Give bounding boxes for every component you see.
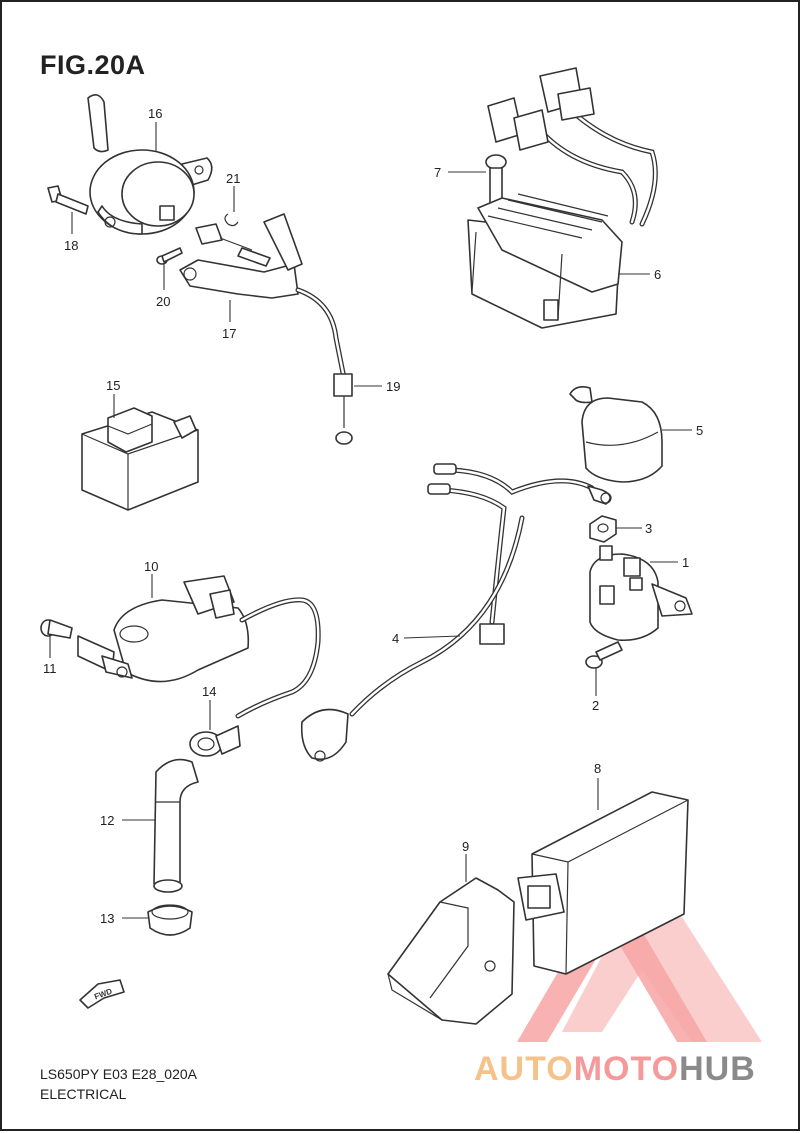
callout-11: 11 bbox=[43, 661, 57, 676]
callout-14: 14 bbox=[202, 684, 216, 699]
ignitor-unit-8-part bbox=[517, 791, 689, 975]
spark-plug-cap-12-part bbox=[153, 758, 199, 893]
callout-8: 8 bbox=[594, 761, 601, 776]
section-name: ELECTRICAL bbox=[40, 1086, 127, 1102]
callout-2: 2 bbox=[592, 698, 599, 713]
switch-19-part bbox=[295, 287, 353, 445]
callout-18: 18 bbox=[64, 238, 78, 253]
watermark-part-auto: AUTO bbox=[474, 1050, 574, 1088]
callout-4: 4 bbox=[392, 631, 399, 646]
figure-title: FIG.20A bbox=[40, 50, 146, 80]
starter-relay-1-part bbox=[589, 545, 693, 642]
leader-lines bbox=[49, 122, 692, 919]
callout-6: 6 bbox=[654, 267, 661, 282]
clip-21-part bbox=[224, 213, 239, 227]
bracket-17-part bbox=[179, 213, 303, 299]
callout-21: 21 bbox=[226, 171, 240, 186]
callout-3: 3 bbox=[645, 521, 652, 536]
bolt-18-part bbox=[47, 185, 89, 215]
callout-5: 5 bbox=[696, 423, 703, 438]
model-code: LS650PY E03 E28_020A bbox=[40, 1066, 197, 1082]
bolt-2-part bbox=[585, 641, 623, 669]
callout-15: 15 bbox=[106, 378, 120, 393]
horn-part bbox=[87, 94, 213, 235]
callout-12: 12 bbox=[100, 813, 114, 828]
lead-wire-4-part bbox=[300, 463, 612, 762]
callout-20: 20 bbox=[156, 294, 170, 309]
bracket-9-part bbox=[387, 877, 515, 1025]
bolt-20-part bbox=[156, 247, 183, 265]
watermark-part-moto: MOTO bbox=[573, 1050, 680, 1088]
seal-13-part bbox=[147, 904, 193, 936]
regulator-rectifier-6-part bbox=[467, 67, 658, 329]
nut-3-part bbox=[589, 515, 617, 543]
callout-19: 19 bbox=[386, 379, 400, 394]
callout-16: 16 bbox=[148, 106, 162, 121]
callout-9: 9 bbox=[462, 839, 469, 854]
forward-direction-arrow: FWD bbox=[79, 979, 125, 1009]
ignition-coil-10-part bbox=[77, 575, 321, 719]
watermark-part-hub: HUB bbox=[679, 1050, 756, 1088]
callout-13: 13 bbox=[100, 911, 114, 926]
callout-1: 1 bbox=[682, 555, 689, 570]
callout-7: 7 bbox=[434, 165, 441, 180]
callout-10: 10 bbox=[144, 559, 158, 574]
callout-numbers: 1 2 3 4 5 6 7 8 9 10 11 12 13 14 15 16 1… bbox=[43, 106, 703, 926]
bolt-7-part bbox=[485, 154, 507, 207]
cap-5-part bbox=[569, 386, 663, 483]
watermark-brand-text: AUTOMOTOHUB bbox=[474, 1050, 756, 1089]
bolt-11-part bbox=[40, 619, 73, 639]
callout-17: 17 bbox=[222, 326, 236, 341]
grommet-14-part bbox=[189, 725, 241, 757]
relay-15-part bbox=[81, 407, 199, 511]
